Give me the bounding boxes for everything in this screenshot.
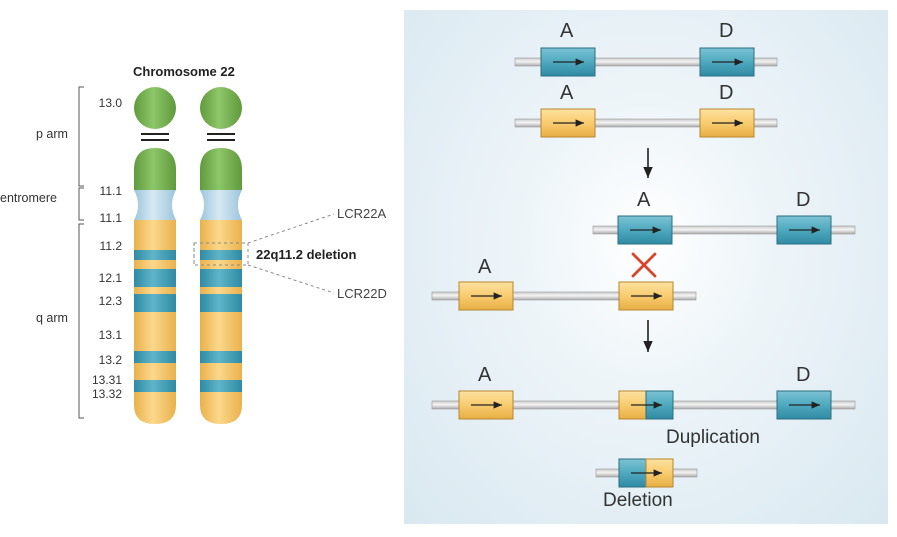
- band-label: 11.1: [99, 184, 122, 198]
- band-label: 11.1: [99, 211, 122, 225]
- centromere-bracket: [78, 187, 84, 221]
- band-label: 12.3: [98, 294, 122, 308]
- band-label: 11.2: [99, 239, 122, 253]
- dna-strand: [431, 291, 697, 301]
- dna-strand: [514, 118, 778, 128]
- band-label: 13.2: [98, 353, 122, 367]
- band-label: 13.32: [91, 387, 122, 401]
- deletion-label: Deletion: [603, 490, 673, 511]
- label-d: D: [719, 82, 734, 104]
- label-d: D: [796, 189, 811, 211]
- label-a: A: [478, 364, 492, 386]
- band-label: 13.31: [91, 373, 122, 387]
- label-a: A: [478, 256, 492, 278]
- dna-strand: [592, 225, 856, 235]
- lcr22d-label: LCR22D: [337, 286, 387, 301]
- lcr22a-label: LCR22A: [337, 206, 387, 221]
- band-label: 13.0: [98, 96, 122, 110]
- deletion-region-label: 22q11.2 deletion: [256, 247, 357, 262]
- label-d: D: [719, 20, 734, 42]
- band-label: 12.1: [98, 271, 122, 285]
- label-a: A: [560, 20, 574, 42]
- chromosome-right: [200, 87, 242, 424]
- q-arm-bracket: [78, 223, 84, 419]
- label-a: A: [560, 82, 574, 104]
- centromere-label: entromere: [0, 191, 57, 205]
- crossover-mark: [631, 252, 657, 278]
- hybrid-lcr-block: [618, 458, 674, 488]
- p-arm-bracket: [78, 86, 84, 187]
- hybrid-lcr-block: [618, 390, 674, 420]
- chromosome-title: Chromosome 22: [133, 64, 235, 79]
- q-arm-label: q arm: [36, 311, 68, 325]
- centromere: [134, 190, 176, 220]
- p-arm-short: [134, 148, 176, 190]
- duplication-label: Duplication: [666, 427, 760, 448]
- deletion-region-marker: [193, 213, 335, 294]
- p-arm-label: p arm: [36, 127, 68, 141]
- satellite: [134, 87, 176, 129]
- band-label: 13.1: [98, 328, 122, 342]
- label-a: A: [637, 189, 651, 211]
- chromosome-diagram: [78, 86, 335, 424]
- chromosome-left: [134, 87, 176, 424]
- satellite: [200, 87, 242, 129]
- dna-strand: [514, 57, 778, 67]
- label-d: D: [796, 364, 811, 386]
